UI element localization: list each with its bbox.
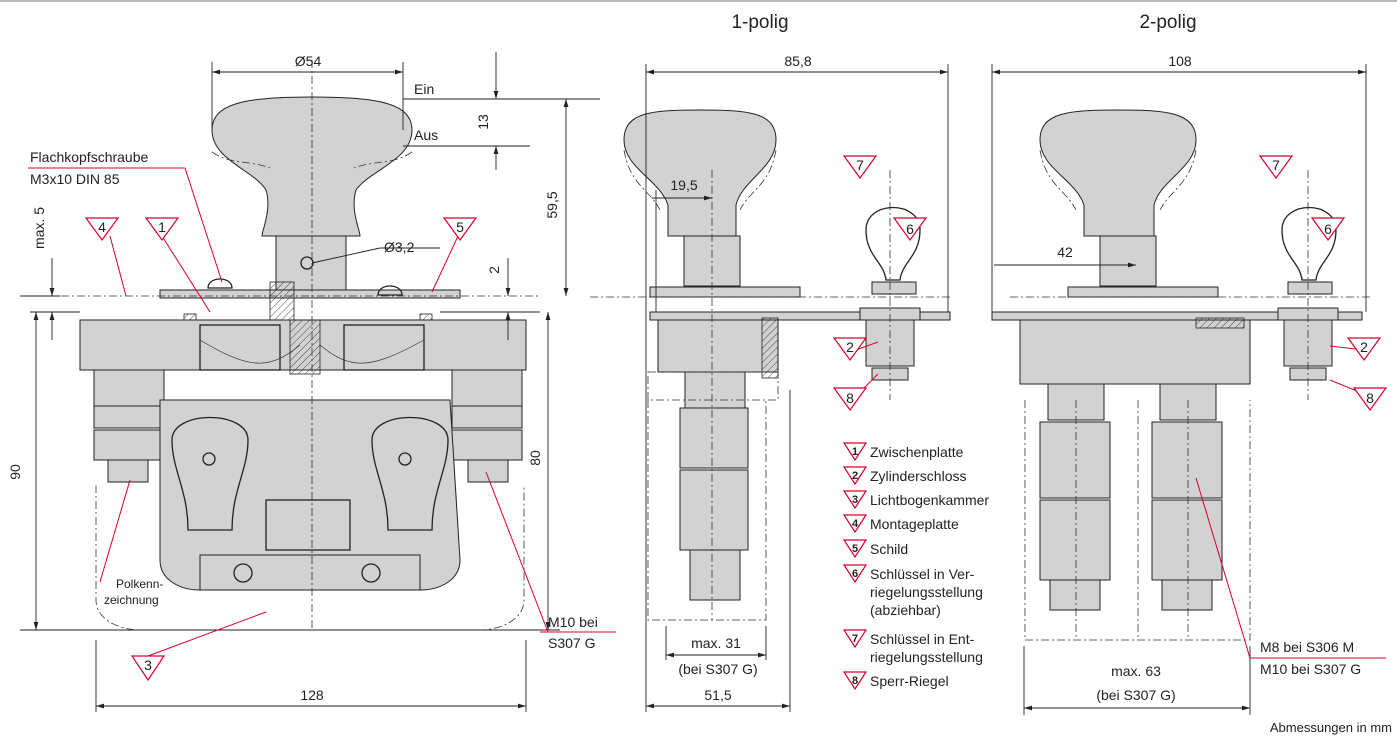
legend: Zwischenplatte Zylinderschloss Lichtboge… bbox=[870, 444, 989, 689]
legend-item-4: Montageplatte bbox=[870, 516, 959, 532]
legend-num-1: 1 bbox=[852, 446, 858, 458]
legend-num-7: 7 bbox=[852, 633, 858, 645]
dim-42: 42 bbox=[1057, 244, 1073, 260]
dim-51-5: 51,5 bbox=[704, 687, 731, 703]
legend-num-4: 4 bbox=[852, 518, 859, 530]
legend-num-2: 2 bbox=[852, 470, 858, 482]
dim-max63: max. 63 bbox=[1111, 663, 1161, 679]
heading-one-pole: 1-polig bbox=[731, 12, 788, 33]
dim-19-5: 19,5 bbox=[670, 177, 697, 193]
dim-13: 13 bbox=[475, 114, 491, 130]
legend-num-8: 8 bbox=[852, 675, 858, 687]
marker-7-two-pole: 7 bbox=[1272, 157, 1280, 173]
callout-screw-line2: M3x10 DIN 85 bbox=[30, 171, 120, 187]
dim-128: 128 bbox=[300, 687, 324, 703]
marker-1: 1 bbox=[158, 219, 166, 235]
front-knob bbox=[211, 96, 413, 237]
marker-5: 5 bbox=[456, 219, 464, 235]
heading-two-pole: 2-polig bbox=[1139, 12, 1196, 33]
front-view bbox=[45, 60, 540, 631]
legend-item-6-line1: Schlüssel in Ver- bbox=[870, 566, 975, 582]
legend-item-6-line2: riegelungsstellung bbox=[870, 584, 983, 600]
callout-polkenn-line2: zeichnung bbox=[104, 593, 159, 607]
legend-num-6: 6 bbox=[852, 568, 858, 580]
dim-ein: Ein bbox=[414, 81, 434, 97]
marker-4: 4 bbox=[98, 219, 106, 235]
side-view-one-pole bbox=[590, 109, 951, 621]
dim-aus: Aus bbox=[414, 127, 438, 143]
marker-7-one-pole: 7 bbox=[856, 157, 864, 173]
legend-num-5: 5 bbox=[852, 543, 858, 555]
one-pole-dimensions bbox=[645, 64, 949, 712]
front-callout-lines bbox=[28, 167, 616, 657]
marker-6-one-pole: 6 bbox=[906, 221, 914, 237]
dim-85-8: 85,8 bbox=[784, 53, 811, 69]
legend-markers: 1 2 3 4 5 6 7 8 bbox=[842, 442, 868, 691]
callout-m10-line1: M10 bei bbox=[548, 614, 598, 630]
legend-item-3: Lichtbogenkammer bbox=[870, 492, 989, 508]
callout-polkenn-line1: Polkenn- bbox=[116, 577, 163, 591]
marker-8-one-pole: 8 bbox=[846, 390, 854, 406]
callout-m10-two-pole: M10 bei S307 G bbox=[1260, 661, 1361, 677]
legend-item-8: Sperr-Riegel bbox=[870, 673, 949, 689]
front-dimensions bbox=[20, 52, 600, 712]
callout-m10-line2: S307 G bbox=[548, 635, 595, 651]
dim-d54: Ø54 bbox=[295, 53, 322, 69]
dim-90: 90 bbox=[7, 464, 23, 480]
dim-108: 108 bbox=[1168, 53, 1192, 69]
legend-item-7-line2: riegelungsstellung bbox=[870, 649, 983, 665]
marker-2-one-pole: 2 bbox=[846, 339, 854, 355]
callout-screw-line1: Flachkopfschraube bbox=[30, 149, 149, 165]
legend-item-6-line3: (abziehbar) bbox=[870, 602, 941, 618]
marker-2-two-pole: 2 bbox=[1360, 339, 1368, 355]
dim-d3-2: Ø3,2 bbox=[384, 239, 415, 255]
legend-item-7-line1: Schlüssel in Ent- bbox=[870, 631, 975, 647]
dim-80: 80 bbox=[527, 450, 543, 466]
dim-59-5: 59,5 bbox=[544, 191, 560, 218]
units-note: Abmessungen in mm bbox=[1270, 720, 1392, 735]
markers: 4 1 5 3 7 6 2 8 7 6 2 8 bbox=[84, 155, 1388, 682]
dim-bei-s307-one-pole: (bei S307 G) bbox=[678, 661, 757, 677]
legend-item-1: Zwischenplatte bbox=[870, 444, 964, 460]
dim-bei-s307-two-pole: (bei S307 G) bbox=[1096, 687, 1175, 703]
marker-3: 3 bbox=[144, 657, 152, 673]
labels: 1-polig 2-polig Abmessungen in mm Ø54 Ei… bbox=[7, 12, 1392, 735]
callout-m8: M8 bei S306 M bbox=[1260, 639, 1354, 655]
legend-num-3: 3 bbox=[852, 494, 858, 506]
marker-8-two-pole: 8 bbox=[1366, 390, 1374, 406]
side-view-two-pole bbox=[991, 109, 1370, 641]
dim-max31: max. 31 bbox=[691, 635, 741, 651]
legend-item-2: Zylinderschloss bbox=[870, 468, 966, 484]
dim-max5: max. 5 bbox=[31, 207, 47, 249]
dim-2: 2 bbox=[486, 266, 502, 274]
legend-item-5: Schild bbox=[870, 541, 908, 557]
marker-6-two-pole: 6 bbox=[1324, 221, 1332, 237]
